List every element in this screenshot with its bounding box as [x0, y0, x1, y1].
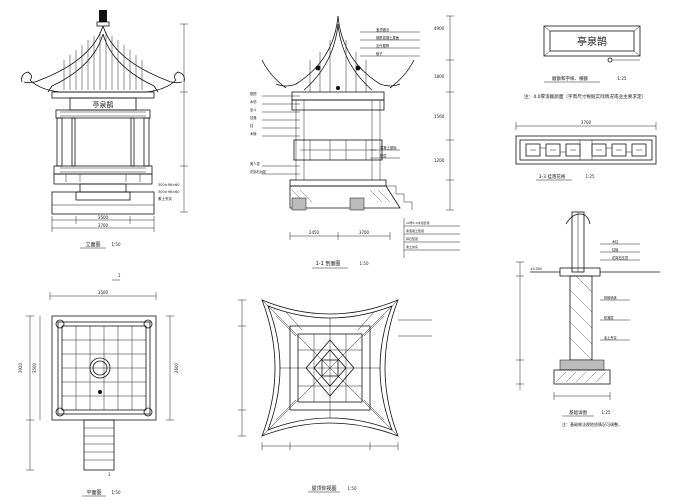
svg-text:碎石垫层: 碎石垫层 — [406, 236, 418, 241]
svg-text:美人靠: 美人靠 — [250, 161, 261, 166]
svg-text:垫层: 垫层 — [380, 153, 387, 158]
plaque-note: 注：4.0厚漆匾颜面（字周尺寸根据实际情况或业主要求定） — [524, 93, 646, 100]
svg-text:宝顶做法: 宝顶做法 — [376, 27, 390, 32]
plan-dim-top: 3500 — [98, 290, 109, 295]
plan-marker-bottom: 1 — [108, 472, 111, 477]
plan-title: 平面图 — [86, 490, 101, 496]
section-dim-3: 1560 — [434, 114, 445, 119]
svg-text:防潮层: 防潮层 — [604, 315, 614, 320]
roof-plan-scale: 1:50 — [348, 486, 357, 491]
svg-text:混凝土基础: 混凝土基础 — [380, 145, 397, 150]
svg-text:花岗石压顶: 花岗石压顶 — [612, 255, 629, 260]
svg-text:木柱: 木柱 — [612, 239, 619, 244]
svg-text:木枋: 木枋 — [250, 99, 257, 104]
front-dim-1: 3500 — [98, 215, 109, 220]
lattice-detail: 3700 3-3 挂落花格 1:25 — [515, 120, 657, 181]
svg-text:20厚1:2水泥砂浆: 20厚1:2水泥砂浆 — [406, 220, 430, 225]
svg-text:挂落: 挂落 — [250, 115, 257, 120]
roof-plan-title: 屋顶仰视图 — [311, 485, 336, 492]
plan-view: 1 3500 — [18, 273, 179, 497]
front-elevation-title: 立面图 — [85, 241, 100, 248]
section-dim-2: 1800 — [434, 74, 445, 79]
svg-text:花岗石台阶: 花岗石台阶 — [250, 169, 267, 174]
svg-text:±0.000: ±0.000 — [530, 267, 542, 271]
svg-text:檐檩: 檐檩 — [250, 91, 257, 96]
section-dim-5: 2450 — [309, 230, 320, 235]
svg-text:砖砌墙体: 砖砌墙体 — [604, 295, 618, 300]
svg-text:柱础: 柱础 — [612, 247, 618, 252]
front-elevation-scale: 1:50 — [112, 242, 121, 247]
lattice-dim: 3700 — [581, 120, 592, 125]
plaque-scale: 1:25 — [618, 76, 627, 81]
svg-text:椽子: 椽子 — [376, 51, 383, 56]
svg-text:300×96×60: 300×96×60 — [158, 183, 179, 187]
section-title: 1-1 剖面图 — [316, 260, 341, 267]
section-dim-1: 4900 — [434, 26, 445, 31]
lattice-title: 3-3 挂落花格 — [539, 173, 566, 180]
svg-text:柱: 柱 — [250, 123, 254, 128]
plan-scale: 1:50 — [112, 490, 121, 495]
svg-text:素土夯实: 素土夯实 — [406, 244, 418, 249]
svg-text:坐斗: 坐斗 — [250, 107, 257, 112]
plan-dim-right: 2600 — [174, 362, 179, 373]
detail-scale: 1:25 — [602, 410, 611, 415]
svg-text:素土夯实: 素土夯实 — [604, 335, 617, 340]
svg-text:素混凝土垫层: 素混凝土垫层 — [406, 228, 424, 233]
lattice-scale: 1:25 — [586, 174, 595, 179]
plan-marker-top: 1 — [118, 273, 121, 278]
plaque-detail: 亭泉鹄 匾额和字样、横额 1:25 注：4.0厚漆匾颜面（字周尺寸根据实际情况或… — [524, 25, 646, 100]
plaque-text-front: 亭泉鹄 — [93, 100, 114, 109]
section-dim-4: 1200 — [434, 158, 445, 163]
roof-plan-view: 屋顶仰视图 1:50 — [238, 299, 432, 493]
detail-title: 基础详图 — [569, 409, 587, 416]
front-elevation: 亭泉鹄 300×96×60 300×96×60 素土夯实 — [21, 10, 188, 249]
svg-text:素土夯实: 素土夯实 — [158, 196, 172, 201]
detail-note: 注：基础做法视地质情况可调整。 — [562, 421, 622, 427]
svg-text:钢筋混凝土屋面: 钢筋混凝土屋面 — [376, 35, 400, 40]
plaque-title: 匾额和字样、横额 — [552, 75, 588, 82]
front-dim-2: 3700 — [98, 223, 109, 228]
section-dim-6: 3700 — [359, 230, 370, 235]
plan-dim-left: 3920 — [18, 362, 23, 373]
plan-dim-inner: 3500 — [32, 362, 37, 373]
svg-text:木椽: 木椽 — [250, 131, 257, 136]
svg-text:300×96×60: 300×96×60 — [158, 190, 179, 194]
svg-text:瓦作屋脊: 瓦作屋脊 — [376, 43, 390, 48]
section-scale: 1:50 — [360, 261, 369, 266]
plaque-text-detail: 亭泉鹄 — [577, 35, 607, 48]
